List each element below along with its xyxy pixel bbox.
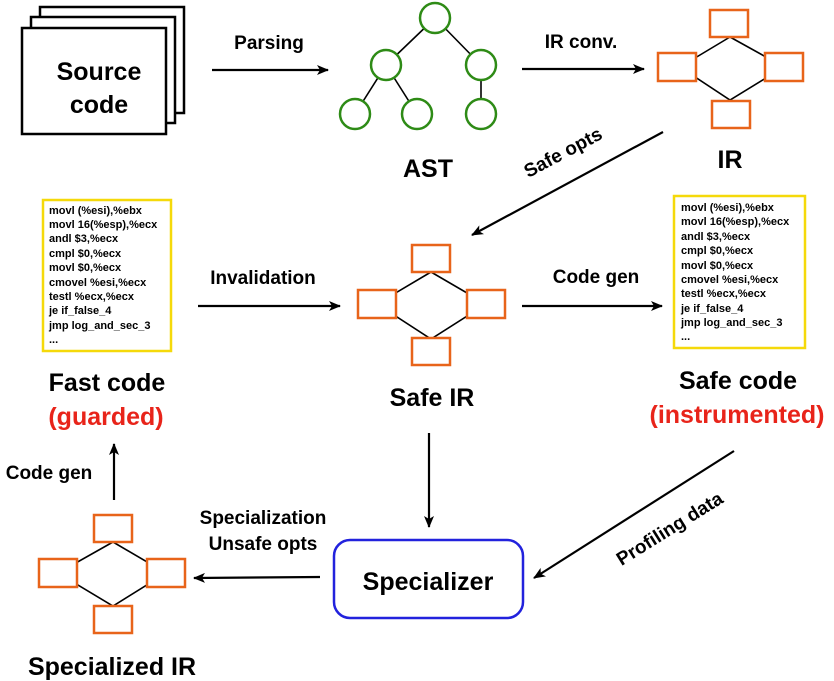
specialized-ir-block (92, 513, 134, 544)
ir-block (710, 99, 752, 130)
code-line: movl $0,%ecx (681, 260, 754, 272)
ir-graph: IR (656, 8, 805, 174)
safe-code-listing: movl (%esi),%ebx movl 16(%esp),%ecx andl… (650, 194, 825, 429)
code-line: movl 16(%esp),%ecx (49, 219, 158, 231)
safe-code-label: Safe code (679, 367, 797, 395)
specialized-ir-block (92, 604, 134, 635)
code-line: andl $3,%ecx (681, 231, 751, 243)
code-line: cmpl $0,%ecx (681, 245, 754, 257)
code-line: jmp log_and_sec_3 (48, 320, 151, 332)
ast-tree: AST (338, 1, 498, 183)
code-line: ... (49, 334, 58, 346)
profiling-data-arrow (533, 450, 735, 579)
specialization-arrow (193, 572, 321, 583)
fast-code-label: Fast code (49, 369, 166, 397)
code-line: movl (%esi),%ebx (681, 202, 775, 214)
specialized-ir-label: Specialized IR (28, 653, 196, 681)
specialized-ir-block (37, 557, 79, 589)
safe-ir-block (465, 288, 507, 320)
code-line: andl $3,%ecx (49, 233, 119, 245)
ast-leaf-node (338, 97, 372, 131)
fast-code-qualifier: (guarded) (48, 403, 163, 431)
code-line: cmovel %esi,%ecx (681, 274, 779, 286)
unsafe-opts-edge-label: Unsafe opts (209, 534, 318, 555)
invalidation-edge-label: Invalidation (210, 268, 316, 289)
ast-node (464, 48, 498, 82)
parsing-edge-label: Parsing (234, 33, 304, 54)
ir-label: IR (718, 146, 743, 174)
safe-ir-graph: Safe IR (356, 243, 507, 412)
ast-leaf-node (400, 97, 434, 131)
code-line: testl %ecx,%ecx (49, 291, 135, 303)
ast-leaf-node (464, 97, 498, 131)
code-line: je if_false_4 (48, 305, 112, 317)
ast-label: AST (403, 155, 453, 183)
source-code-stack: Source code (20, 5, 186, 136)
code-line: je if_false_4 (680, 303, 744, 315)
ast-node (369, 48, 403, 82)
specialized-ir-graph: Specialized IR (28, 513, 196, 681)
profiling-data-edge-label: Profiling data (613, 488, 727, 570)
safe-ir-block (410, 243, 452, 274)
safe-ir-block (410, 336, 452, 367)
ir-conv-edge-label: IR conv. (545, 32, 618, 53)
specialized-ir-block (145, 557, 187, 589)
fast-code-listing: movl (%esi),%ebx movl 16(%esp),%ecx andl… (41, 198, 173, 431)
code-line: jmp log_and_sec_3 (680, 317, 783, 329)
code-gen-right-edge-label: Code gen (553, 267, 640, 288)
code-line: movl 16(%esp),%ecx (681, 216, 790, 228)
code-line: movl (%esi),%ebx (49, 205, 143, 217)
ast-root-node (418, 1, 452, 35)
safe-opts-edge-label: Safe opts (521, 124, 606, 183)
ir-block (656, 51, 698, 83)
code-line: testl %ecx,%ecx (681, 288, 767, 300)
code-line: movl $0,%ecx (49, 262, 122, 274)
code-line: ... (681, 331, 690, 343)
ir-block (708, 8, 750, 39)
code-line: cmpl $0,%ecx (49, 248, 122, 260)
source-code-label-line1: Source (57, 58, 142, 86)
safe-ir-block (356, 288, 398, 320)
specialization-edge-label: Specialization (200, 508, 327, 529)
safe-opts-arrow (471, 131, 664, 236)
safe-code-qualifier: (instrumented) (650, 401, 825, 429)
code-gen-left-edge-label: Code gen (6, 463, 93, 484)
specializer-node: Specializer (332, 538, 525, 620)
source-code-label-line2: code (70, 91, 128, 119)
code-line: cmovel %esi,%ecx (49, 277, 147, 289)
specializer-label: Specializer (363, 568, 494, 596)
safe-ir-label: Safe IR (390, 384, 475, 412)
ir-block (763, 51, 805, 83)
